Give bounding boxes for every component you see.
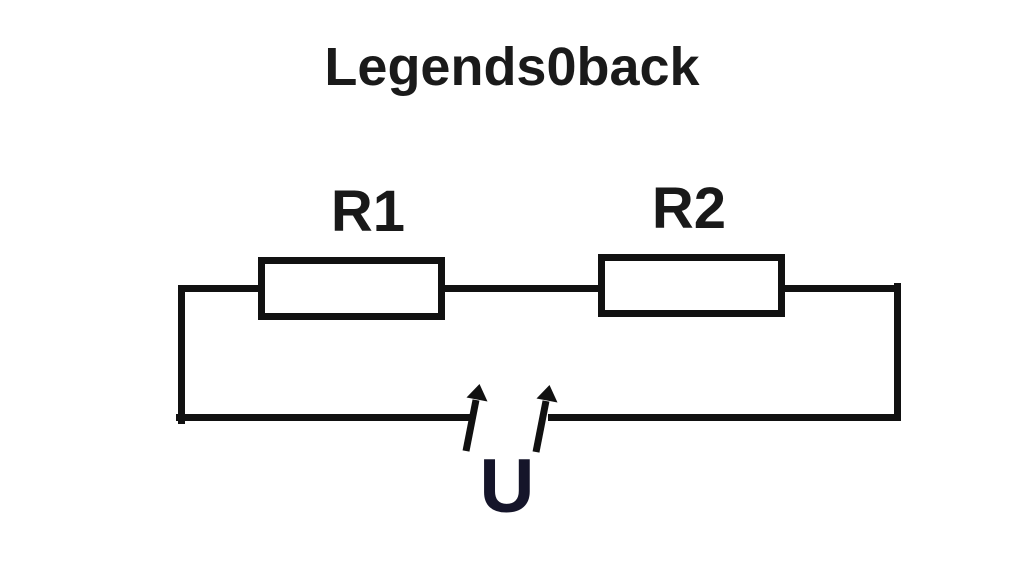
resistor-r2-label: R2 bbox=[651, 176, 727, 241]
voltage-terminal-arrow-left bbox=[462, 384, 488, 452]
diagram-title: Legends0back bbox=[324, 37, 700, 97]
resistor-r2-body bbox=[598, 254, 785, 317]
resistor-r1-body bbox=[258, 257, 445, 320]
resistor-r1-label: R1 bbox=[330, 179, 406, 244]
voltage-u-label: U bbox=[479, 444, 535, 529]
voltage-terminal-arrow-right bbox=[532, 385, 558, 453]
